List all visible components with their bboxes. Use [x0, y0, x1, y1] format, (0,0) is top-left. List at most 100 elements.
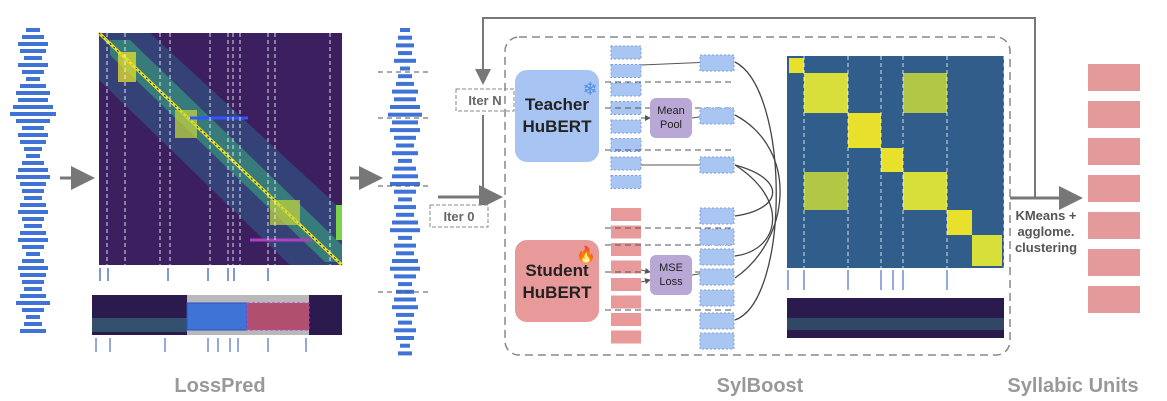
feature-bar — [20, 140, 46, 144]
syllabic-unit-box — [1088, 138, 1140, 165]
losspred-word-labels — [99, 268, 269, 281]
student-token — [611, 260, 641, 274]
feature-bar — [20, 231, 46, 235]
kmeans-label-2: agglome. — [1017, 224, 1074, 239]
student-token — [611, 295, 641, 309]
student-token — [611, 225, 641, 239]
teacher-cluster-token — [699, 156, 735, 174]
feature-bar — [18, 63, 48, 67]
snowflake-icon: ❄ — [582, 79, 597, 99]
student-token — [611, 278, 641, 291]
student-token — [611, 330, 641, 344]
teacher-label-1: Teacher — [525, 95, 589, 114]
feature-bar — [394, 243, 416, 248]
feature-bar — [392, 220, 418, 225]
feature-bar — [394, 58, 416, 63]
feature-bar — [24, 287, 42, 291]
iter-0-box — [429, 204, 489, 228]
feature-bar — [22, 259, 44, 263]
feature-bar — [22, 35, 44, 39]
feature-bar — [10, 112, 56, 116]
feature-bar — [400, 343, 410, 348]
input-feature-bars — [10, 28, 56, 333]
feature-bar — [394, 205, 416, 210]
syllabic-unit-box — [1088, 212, 1140, 239]
feature-bar — [22, 161, 44, 165]
teacher-label-2: HuBERT — [523, 117, 593, 136]
mean-pool-label-1: Mean — [657, 105, 685, 117]
feature-bar — [398, 158, 412, 163]
mse-loss-label-1: MSE — [659, 262, 683, 274]
feature-bar — [22, 280, 44, 284]
student-cluster-token — [699, 228, 735, 246]
student-label-2: HuBERT — [523, 283, 593, 302]
flow-arrow — [640, 278, 651, 285]
sylboost-spectrogram — [787, 298, 1004, 338]
student-cluster-token — [699, 207, 735, 225]
feature-bar — [394, 189, 416, 194]
teacher-token — [610, 119, 642, 134]
student-cluster-token — [699, 248, 735, 266]
mean-pool-label-2: Pool — [660, 119, 682, 131]
feature-bar — [18, 98, 48, 102]
feature-bar — [16, 301, 50, 305]
teacher-tokens — [605, 45, 735, 189]
syllabic-units-list — [1088, 64, 1140, 313]
feature-bar — [20, 294, 46, 298]
feature-bar — [18, 266, 48, 270]
teacher-token — [610, 45, 642, 60]
feature-bar — [390, 128, 420, 133]
mse-loss-box — [650, 255, 692, 295]
feature-bar — [16, 91, 50, 95]
feature-bar — [388, 112, 422, 117]
teacher-token — [610, 175, 642, 189]
feature-bar — [398, 197, 412, 202]
syllabic-unit-box — [1088, 286, 1140, 313]
losspred-phone-labels — [95, 338, 307, 352]
feature-bar — [26, 77, 40, 81]
feature-bar — [24, 56, 42, 60]
feature-bar — [394, 135, 416, 140]
feature-bar — [392, 259, 418, 263]
feature-bar — [22, 126, 44, 130]
feature-bar — [18, 210, 48, 214]
feature-bar — [392, 151, 418, 156]
teacher-hubert-box — [515, 70, 599, 162]
syllabic-units-title: Syllabic Units — [1007, 375, 1138, 397]
student-label-1: Student — [525, 261, 589, 280]
iter-0-label: Iter 0 — [443, 209, 474, 224]
student-cluster-token — [699, 289, 735, 307]
feature-bar — [396, 251, 414, 256]
teacher-token — [610, 82, 642, 97]
feature-bar — [18, 238, 48, 242]
feature-bar — [26, 252, 40, 256]
feature-bar — [398, 74, 412, 79]
feature-bar — [396, 312, 414, 317]
losspred-spectrogram — [92, 295, 342, 335]
student-token — [611, 313, 641, 326]
feature-bar — [22, 308, 44, 312]
feature-bar — [394, 297, 416, 302]
feature-bar — [396, 43, 414, 48]
feature-bar — [398, 35, 412, 40]
feature-bar — [398, 235, 412, 240]
losspred-title: LossPred — [174, 375, 265, 397]
feature-bar — [390, 182, 420, 186]
iter-n-label: Iter N — [468, 93, 501, 108]
sylboost-word-labels — [787, 270, 948, 290]
flow-arrow — [640, 267, 651, 274]
feature-bar — [26, 28, 40, 32]
teacher-cluster-token — [699, 107, 735, 125]
syllabic-unit-box — [1088, 64, 1140, 91]
feature-bar — [396, 81, 414, 86]
teacher-cluster-token — [699, 54, 735, 72]
mean-pool-box — [650, 98, 692, 138]
feature-bar — [18, 168, 48, 172]
feature-bar — [22, 245, 44, 249]
syllabic-unit-box — [1088, 101, 1140, 128]
feature-bar — [16, 175, 50, 179]
feature-bar — [24, 147, 42, 151]
feature-bar — [396, 212, 414, 217]
feature-bar — [26, 154, 40, 158]
